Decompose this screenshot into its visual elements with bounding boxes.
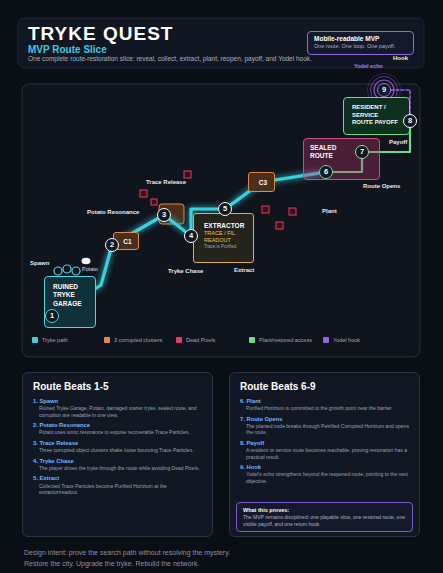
description: One complete route-restoration slice: re… — [28, 55, 312, 63]
legend-item: Dead Pixels — [176, 337, 215, 344]
callout-text: 6 — [324, 168, 328, 176]
callout-number: 6 — [319, 165, 333, 179]
beat-body: Collected Trace Particles become Purifie… — [33, 483, 202, 496]
beat-title: 6. Plant — [240, 398, 409, 405]
header-card — [18, 18, 424, 68]
box-label: RUINED TRYKE GARAGE — [53, 283, 91, 308]
beat-body: Yodel's echo strengthens beyond the reop… — [240, 471, 409, 484]
box-label: EXTRACTOR — [204, 222, 249, 230]
footer-note: Design intent: prove the search path wit… — [24, 549, 230, 557]
panel-heading: Route Beats 1-5 — [33, 381, 202, 393]
legend-swatch — [176, 337, 182, 343]
beat-title: 4. Tryke Chase — [33, 458, 202, 465]
beat-body: The player drives the tryke through the … — [33, 465, 202, 472]
beat-label: Trace Release — [146, 179, 186, 186]
page-title: TRYKE QUEST — [28, 24, 173, 45]
legend-swatch — [104, 337, 110, 343]
potato-figure — [82, 258, 91, 264]
legend-item: Tryke path — [32, 337, 68, 344]
callout-number: 8 — [403, 114, 417, 128]
callout-text: 3 — [162, 211, 166, 219]
extractor-box: EXTRACTORTRACE / FIL. READOUTTrace is Pu… — [193, 213, 254, 263]
spawn-box: RUINED TRYKE GARAGE 1 — [44, 276, 96, 328]
summary-box: What this proves:The MVP remains discipl… — [236, 502, 413, 532]
beat-label: Payoff — [389, 139, 407, 146]
box-detail: TRACE / FIL. READOUT — [204, 230, 249, 244]
callout-text: 4 — [189, 232, 193, 240]
footer-note: Restore the city. Upgrade the tryke. Reb… — [24, 560, 199, 568]
figure-label: Potato — [82, 266, 98, 273]
legend-text: Tryke path — [42, 337, 68, 344]
beat-title: 2. Potato Resonance — [33, 422, 202, 429]
callout-text: 9 — [382, 86, 386, 94]
box-label: What this proves: — [243, 507, 406, 514]
box-label: RESIDENT / SERVICE ROUTE PAYOFF — [352, 104, 400, 127]
beat-title: 1. Spawn — [33, 398, 202, 405]
beat-body: The planted node breaks through Petrifie… — [240, 423, 409, 436]
callout-number: 9 — [377, 83, 391, 97]
legend-text: Plant/restored access — [259, 337, 312, 344]
beat-label: Yodel echo — [354, 63, 383, 70]
callout-text: 7 — [360, 148, 364, 156]
beat-title: 3. Trace Release — [33, 440, 202, 447]
info-box: Mobile-readable MVPOne route. One loop. … — [307, 31, 414, 55]
callout-number: 3 — [157, 208, 171, 222]
beats-panel: Route Beats 1-5 1. SpawnRuined Tryke Gara… — [22, 372, 213, 537]
beat-label: Spawn — [30, 260, 49, 267]
box-label: C1 — [120, 238, 131, 245]
callout-text: 5 — [223, 205, 227, 213]
callout-number: 4 — [184, 229, 198, 243]
callout-text: 8 — [408, 117, 412, 125]
box-detail: One route. One loop. One payoff. — [314, 43, 407, 50]
route-panel — [22, 84, 420, 357]
callout-number: 5 — [218, 202, 232, 216]
beat-body: Purified Horizium is committed to the gr… — [240, 405, 409, 412]
subtitle: MVP Route Slice — [28, 44, 107, 56]
beat-label: Potato Resonance — [87, 209, 139, 216]
legend-item: 3 corrupted clusters — [104, 337, 162, 344]
beat-body: Three corrupted object clusters shake lo… — [33, 447, 202, 454]
legend-text: 3 corrupted clusters — [114, 337, 162, 344]
beat-label: Plant — [322, 208, 337, 215]
callout-text: 1 — [50, 312, 54, 320]
beat-title: 8. Payoff — [240, 440, 409, 447]
legend-swatch — [32, 337, 38, 343]
beat-label: Hook — [393, 55, 408, 62]
beat-title: 5. Extract — [33, 475, 202, 482]
spawn-loops — [54, 265, 80, 275]
legend-swatch — [323, 337, 329, 343]
route-path — [170, 219, 186, 231]
beat-body: Potato uses sonic resonance to expose re… — [33, 429, 202, 436]
beats-panel: Route Beats 6-9 6. PlantPurified Horizium… — [229, 372, 420, 537]
beat-label: Extract — [234, 267, 254, 274]
callout-number: 2 — [105, 238, 119, 252]
payoff-box: RESIDENT / SERVICE ROUTE PAYOFF — [343, 97, 410, 135]
legend-text: Dead Pixels — [186, 337, 215, 344]
legend-swatch — [249, 337, 255, 343]
legend-item: Yodel hook — [323, 337, 360, 344]
cluster-box: C3 — [248, 172, 275, 192]
beat-label: Tryke Chase — [168, 268, 203, 275]
beat-body: Ruined Tryke Garage, Potato, damaged sta… — [33, 405, 202, 418]
box-label: SEALED ROUTE — [310, 144, 350, 161]
callout-number: 1 — [45, 309, 59, 323]
box-label: C3 — [256, 179, 267, 186]
callout-number: 7 — [355, 145, 369, 159]
beat-body: A resident or service route becomes reac… — [240, 447, 409, 460]
box-label: Mobile-readable MVP — [314, 35, 407, 43]
legend-text: Yodel hook — [333, 337, 360, 344]
panel-heading: Route Beats 6-9 — [240, 381, 409, 393]
sealed-route-box: SEALED ROUTE 6 7 — [303, 138, 380, 180]
box-detail: Trace is Purified — [204, 244, 249, 250]
beat-label: Route Opens — [363, 183, 400, 190]
legend-item: Plant/restored access — [249, 337, 312, 344]
beat-title: 7. Route Opens — [240, 416, 409, 423]
box-detail: The MVP remains disciplined: one playabl… — [243, 514, 406, 527]
beat-title: 9. Hook — [240, 464, 409, 471]
callout-text: 2 — [110, 241, 114, 249]
